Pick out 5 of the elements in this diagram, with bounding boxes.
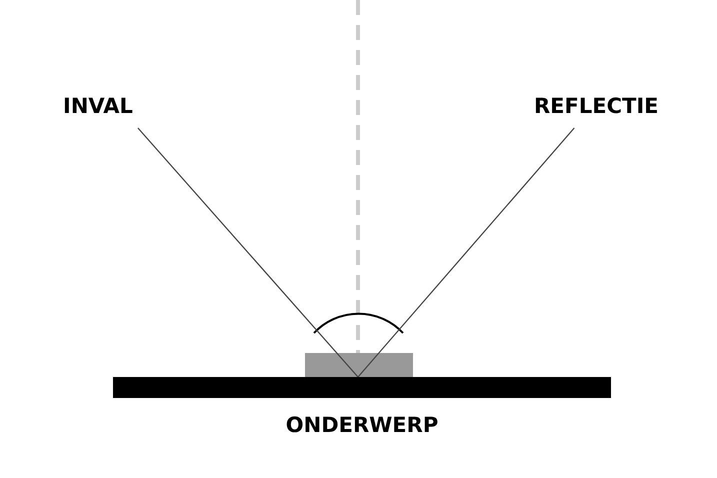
light-ray — [358, 128, 575, 378]
ray-label: INVAL — [63, 94, 133, 118]
light-ray — [137, 128, 358, 378]
ray-label: REFLECTIE — [534, 94, 658, 118]
surface-label: ONDERWERP — [286, 413, 438, 437]
